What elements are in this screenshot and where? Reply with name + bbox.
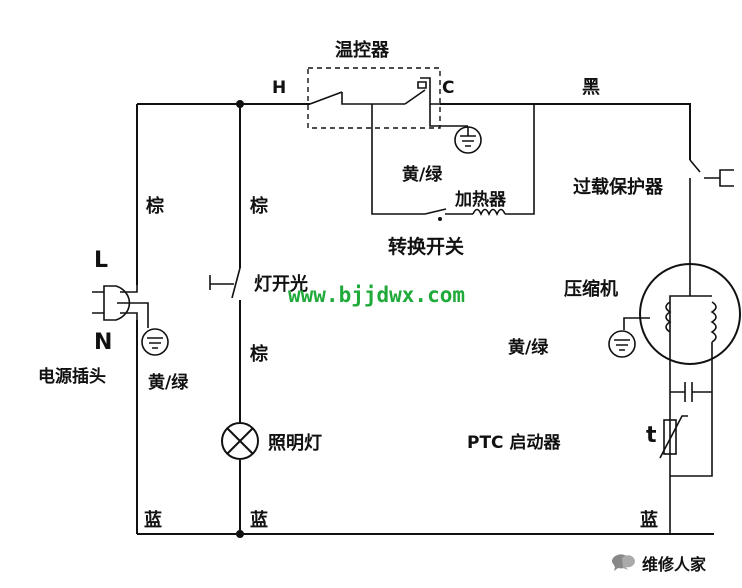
label-blue-mid: 蓝: [250, 510, 268, 531]
changeover-blade: [424, 208, 447, 215]
ground-icon: [141, 328, 169, 356]
changeover-pivot: [438, 217, 442, 221]
ptc-starter: [659, 364, 713, 534]
label-black-wire: 黑: [582, 77, 600, 98]
ground-plug: [117, 302, 169, 356]
label-plug-l: L: [94, 248, 108, 273]
overload-contact: [689, 159, 701, 272]
ground-icon: [608, 330, 636, 358]
light-switch-actuator: [209, 275, 234, 290]
junction-top: [236, 100, 244, 108]
label-ptc-starter: PTC 启动器: [467, 432, 561, 453]
junction-bottom: [236, 530, 244, 538]
brand-badge: 维修人家: [611, 554, 707, 574]
label-lamp: 照明灯: [268, 433, 322, 454]
thermo-ground-wire: [429, 104, 468, 127]
heater-loop: [371, 104, 535, 215]
thermostat-box: [307, 67, 441, 129]
capacitor-icon: [670, 382, 712, 402]
power-plug: [92, 285, 138, 321]
label-heater: 加热器: [454, 189, 507, 210]
thermostat: [307, 67, 535, 221]
compressor-winding: [669, 272, 712, 336]
overload-actuator: [704, 169, 734, 187]
compressor-housing-icon: [639, 263, 741, 365]
label-yellow-green-thermo: 黄/绿: [402, 164, 443, 185]
label-brown-mid: 棕: [250, 195, 268, 217]
label-plug-n: N: [94, 330, 112, 355]
overload-protector: [689, 159, 734, 272]
label-yellow-green-comp: 黄/绿: [508, 337, 549, 358]
label-blue-left: 蓝: [144, 510, 162, 531]
label-brown-mid-lower: 棕: [250, 343, 268, 365]
label-compressor: 压缩机: [564, 278, 618, 300]
labels: 温控器 H C 黑 棕 棕 棕 L N 电源插头 黄/绿 黄/绿 加热器 转换开…: [38, 39, 664, 531]
winding-coil-2: [710, 301, 717, 364]
label-overload-protector: 过载保护器: [573, 176, 664, 198]
watermark-url: www.bjjdwx.com: [288, 283, 465, 307]
winding-coil-1: [665, 301, 672, 333]
label-brown-left: 棕: [146, 195, 164, 217]
wiring: [136, 100, 714, 538]
label-light-switch: 灯开光: [254, 273, 308, 295]
label-changeover-switch: 转换开关: [388, 235, 464, 258]
ptc-thermistor-icon: [663, 419, 677, 455]
thermostat-contact-1: [309, 91, 405, 105]
label-yellow-green-plug: 黄/绿: [148, 372, 189, 393]
heater-coil: [472, 208, 506, 216]
compressor: [639, 263, 741, 365]
label-terminal-c: C: [442, 78, 454, 98]
lamp-icon: [221, 422, 259, 460]
light-switch: [209, 267, 241, 299]
label-blue-right: 蓝: [640, 510, 658, 531]
ground-thermostat: [454, 126, 482, 154]
thermostat-bellows: [417, 81, 427, 89]
top-wire-right: [440, 103, 691, 160]
label-thermostat: 温控器: [335, 39, 390, 61]
label-ptc-symbol: t: [646, 423, 657, 448]
plug-body-icon: [103, 285, 131, 321]
light-switch-blade: [231, 267, 241, 299]
label-terminal-h: H: [272, 78, 286, 98]
lamp: [221, 422, 259, 460]
label-power-plug: 电源插头: [38, 366, 106, 387]
brand-name: 维修人家: [642, 555, 707, 574]
ground-compressor: [608, 317, 650, 358]
